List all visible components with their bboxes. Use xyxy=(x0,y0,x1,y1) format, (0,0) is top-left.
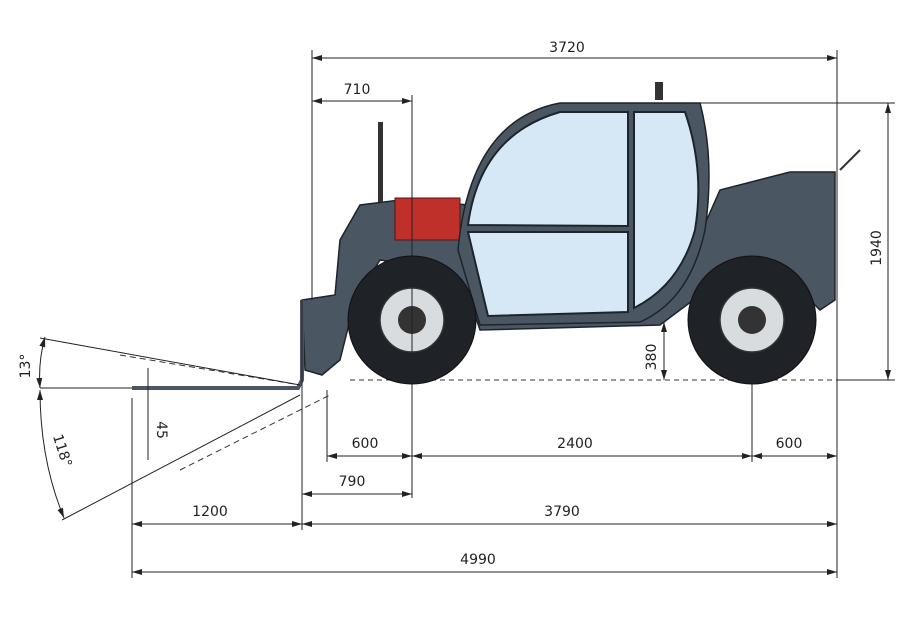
fork xyxy=(132,300,304,390)
cab-door-glass xyxy=(466,231,629,318)
mirror-arm xyxy=(839,149,861,171)
dim-label-1200: 1200 xyxy=(192,504,228,520)
dim-label-790: 790 xyxy=(339,474,366,490)
cab-window-upper xyxy=(466,111,629,228)
machine-illustration xyxy=(119,82,861,471)
dim-label-2400: 2400 xyxy=(557,436,593,452)
angle-label-118: 118° xyxy=(49,432,75,469)
angle-label-13: 13° xyxy=(18,354,34,379)
fork-tilt-ghost xyxy=(119,354,331,471)
dim-label-45: 45 xyxy=(153,421,169,439)
exhaust-pipe xyxy=(378,122,383,202)
cab-rear-window xyxy=(633,111,700,310)
rear-wheel xyxy=(687,255,817,385)
dim-label-600-front: 600 xyxy=(352,436,379,452)
engine-hood xyxy=(394,197,461,241)
dim-label-710: 710 xyxy=(344,82,371,98)
dimension-lines xyxy=(36,50,895,578)
dim-label-4990: 4990 xyxy=(460,552,496,568)
beacon xyxy=(655,82,663,100)
dim-label-3720: 3720 xyxy=(549,40,585,56)
dim-label-600-rear: 600 xyxy=(776,436,803,452)
dim-label-1940: 1940 xyxy=(869,230,885,266)
dim-label-380: 380 xyxy=(644,344,660,371)
dim-label-3790: 3790 xyxy=(544,504,580,520)
